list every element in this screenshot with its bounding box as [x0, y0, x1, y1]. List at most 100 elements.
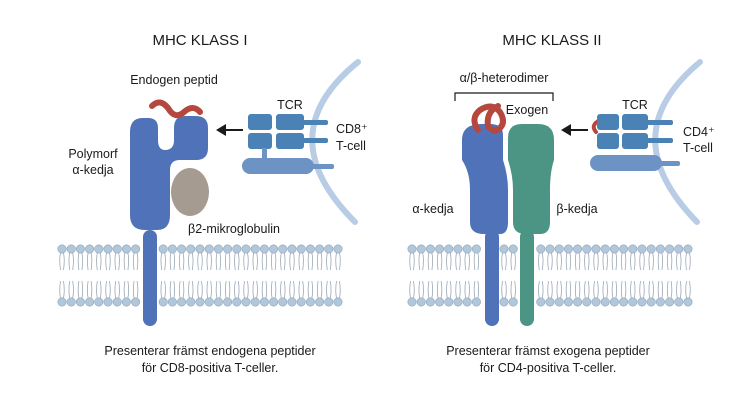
lipid-head	[131, 297, 141, 307]
lipid-head	[213, 244, 223, 254]
lipid-tail	[436, 280, 439, 299]
lipid-tail	[643, 252, 645, 271]
lipid-head	[103, 244, 113, 254]
lipid-head	[241, 297, 251, 307]
lipid-head	[333, 297, 343, 307]
lipid-head	[223, 244, 233, 254]
lipid-head	[665, 244, 675, 254]
lipid-tail	[335, 252, 337, 271]
cd8-coreceptor	[242, 148, 334, 174]
lipid-tail	[256, 252, 258, 271]
lipid-tail	[228, 280, 231, 299]
lipid-tail	[109, 280, 111, 299]
lipid-tail	[449, 252, 452, 271]
lipid-tail	[685, 252, 687, 271]
lipid-bilayer	[407, 244, 693, 307]
lipid-tail	[329, 280, 332, 299]
lipid-tail	[427, 252, 430, 271]
lipid-head	[582, 244, 592, 254]
lipid-tail	[597, 280, 599, 299]
lipid-tail	[468, 280, 470, 299]
lipid-bilayer	[57, 244, 343, 307]
lipid-tail	[316, 280, 319, 299]
lipid-tail	[685, 280, 687, 299]
lipid-head	[453, 297, 463, 307]
lipid-tail	[219, 252, 222, 271]
lipid-tail	[541, 252, 544, 271]
lipid-tail	[449, 280, 452, 299]
lipid-tail	[169, 280, 172, 299]
lipid-head	[591, 297, 601, 307]
lipid-head	[628, 244, 638, 254]
lipid-tail	[191, 280, 194, 299]
lipid-head	[591, 244, 601, 254]
lipid-tail	[409, 252, 411, 271]
lipid-tail	[339, 280, 341, 299]
lipid-tail	[219, 280, 222, 299]
lipid-tail	[77, 280, 80, 299]
lipid-tail	[206, 280, 209, 299]
lipid-head	[287, 244, 297, 254]
lipid-tail	[99, 252, 102, 271]
lipid-tail	[228, 252, 231, 271]
lipid-tail	[574, 252, 577, 271]
lipid-tail	[657, 280, 660, 299]
lipid-tail	[615, 280, 618, 299]
lipid-head	[204, 244, 214, 254]
lipid-head	[563, 297, 573, 307]
lipid-tail	[547, 252, 549, 271]
lipid-tail	[320, 280, 323, 299]
lipid-head	[213, 297, 223, 307]
lipid-tail	[252, 280, 255, 299]
lipid-tail	[265, 252, 268, 271]
lipid-head	[259, 244, 269, 254]
lipid-tail	[270, 252, 273, 271]
lipid-tail	[615, 252, 618, 271]
exogenous-peptide	[471, 103, 506, 134]
lipid-head	[655, 297, 665, 307]
lipid-tail	[234, 280, 236, 299]
lipid-tail	[587, 252, 590, 271]
panel-title: MHC KLASS II	[502, 32, 601, 49]
lipid-tail	[188, 252, 190, 271]
lipid-tail	[191, 252, 194, 271]
lipid-head	[278, 244, 288, 254]
lipid-tail	[86, 280, 89, 299]
lipid-tail	[679, 280, 682, 299]
lipid-head	[167, 297, 177, 307]
lipid-tail	[679, 252, 682, 271]
lipid-head	[637, 297, 647, 307]
lipid-tail	[63, 252, 65, 271]
lipid-tail	[256, 280, 258, 299]
lipid-tail	[224, 280, 227, 299]
lipid-tail	[252, 252, 255, 271]
lipid-head	[536, 297, 546, 307]
beta2-microglobulin-label: β2-mikroglobulin	[188, 222, 280, 236]
lipid-tail	[418, 280, 421, 299]
lipid-tail	[335, 280, 337, 299]
lipid-head	[278, 297, 288, 307]
lipid-head	[232, 244, 242, 254]
lipid-tail	[316, 252, 319, 271]
lipid-tail	[630, 280, 632, 299]
lipid-tail	[59, 280, 61, 299]
lipid-head	[600, 297, 610, 307]
lipid-tail	[63, 280, 65, 299]
lipid-head	[471, 244, 481, 254]
tcr-complex	[248, 114, 328, 149]
lipid-tail	[182, 252, 185, 271]
lipid-head	[177, 244, 187, 254]
lipid-tail	[90, 252, 93, 271]
lipid-head	[674, 244, 684, 254]
lipid-tail	[178, 280, 181, 299]
lipid-head	[628, 297, 638, 307]
lipid-tail	[633, 252, 636, 271]
lipid-head	[333, 244, 343, 254]
lipid-head	[158, 297, 168, 307]
lipid-head	[425, 244, 435, 254]
alpha-chain-label: α-kedja	[72, 163, 113, 177]
lipid-head	[655, 244, 665, 254]
lipid-tail	[648, 252, 651, 271]
lipid-tail	[624, 252, 627, 271]
lipid-tail	[197, 280, 199, 299]
